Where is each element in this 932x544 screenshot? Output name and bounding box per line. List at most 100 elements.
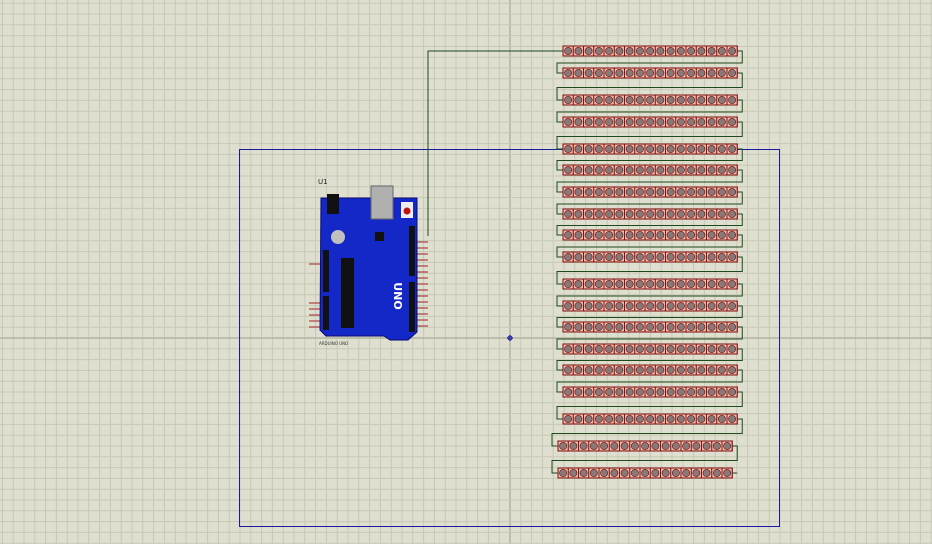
led (600, 469, 609, 477)
led-strip[interactable] (562, 364, 738, 376)
led (615, 188, 624, 196)
led (594, 166, 603, 174)
wire[interactable] (427, 50, 563, 236)
board-body (319, 197, 418, 341)
wire[interactable] (556, 169, 743, 193)
led (656, 96, 665, 104)
wire[interactable] (556, 50, 743, 74)
power-header (323, 250, 329, 292)
wires[interactable] (427, 50, 743, 474)
led-strip[interactable] (562, 94, 738, 106)
led (656, 388, 665, 396)
led (646, 415, 655, 423)
wire[interactable] (551, 445, 738, 474)
led (584, 47, 593, 55)
led-strip[interactable] (557, 440, 733, 452)
wire[interactable] (556, 213, 743, 236)
led-strip[interactable] (562, 186, 738, 198)
led (728, 210, 737, 218)
led (574, 96, 583, 104)
led-strip[interactable] (562, 343, 738, 355)
led-cell (726, 94, 738, 106)
led (717, 96, 726, 104)
led (584, 96, 593, 104)
wire[interactable] (556, 348, 743, 371)
led (574, 280, 583, 288)
capacitor (331, 230, 345, 244)
led-strip[interactable] (557, 467, 733, 479)
led-strip[interactable] (562, 67, 738, 79)
arduino-pins (309, 241, 428, 328)
led (646, 166, 655, 174)
led (584, 118, 593, 126)
wire[interactable] (556, 121, 743, 150)
led (625, 280, 634, 288)
led (666, 188, 675, 196)
led (584, 323, 593, 331)
led (707, 231, 716, 239)
led-strip[interactable] (562, 116, 738, 128)
led (594, 210, 603, 218)
led (646, 323, 655, 331)
led (697, 323, 706, 331)
led (625, 69, 634, 77)
wire[interactable] (556, 99, 743, 123)
led (574, 345, 583, 353)
led (625, 323, 634, 331)
led-cell (721, 467, 733, 479)
led (676, 323, 685, 331)
led (594, 345, 603, 353)
led (594, 388, 603, 396)
led (728, 188, 737, 196)
wire[interactable] (556, 283, 743, 307)
led (728, 415, 737, 423)
led (579, 469, 588, 477)
led-strip[interactable] (562, 143, 738, 155)
led-strip[interactable] (562, 251, 738, 263)
wire[interactable] (556, 369, 743, 393)
led-strip[interactable] (562, 164, 738, 176)
wire[interactable] (556, 72, 743, 101)
component-name: ARDUINO UNO (319, 341, 348, 346)
led (615, 345, 624, 353)
wire[interactable] (556, 148, 743, 171)
led-strips[interactable] (557, 45, 738, 479)
led-strip[interactable] (562, 229, 738, 241)
led (717, 253, 726, 261)
led (666, 302, 675, 310)
led-cell (726, 386, 738, 398)
led (584, 166, 593, 174)
wire[interactable] (556, 234, 743, 258)
led (666, 145, 675, 153)
led (646, 96, 655, 104)
wire[interactable] (556, 305, 743, 328)
led (666, 231, 675, 239)
led-strip[interactable] (562, 208, 738, 220)
led-cell (726, 229, 738, 241)
led (646, 118, 655, 126)
led-strip[interactable] (562, 321, 738, 333)
led (574, 366, 583, 374)
led-strip[interactable] (562, 278, 738, 290)
led-strip[interactable] (562, 45, 738, 57)
led (564, 388, 573, 396)
wire[interactable] (556, 256, 743, 285)
wire[interactable] (556, 191, 743, 215)
wire[interactable] (551, 418, 743, 447)
led-strip[interactable] (562, 386, 738, 398)
wire[interactable] (556, 326, 743, 350)
led (605, 280, 614, 288)
led (635, 166, 644, 174)
led (707, 69, 716, 77)
led (605, 166, 614, 174)
led (717, 388, 726, 396)
led (635, 302, 644, 310)
arduino-uno[interactable]: U1 UNO ARDUINO UNO (309, 178, 428, 346)
led-strip[interactable] (562, 413, 738, 425)
led-strip[interactable] (562, 300, 738, 312)
led (646, 47, 655, 55)
led (559, 442, 568, 450)
wire[interactable] (556, 391, 743, 420)
led (656, 231, 665, 239)
